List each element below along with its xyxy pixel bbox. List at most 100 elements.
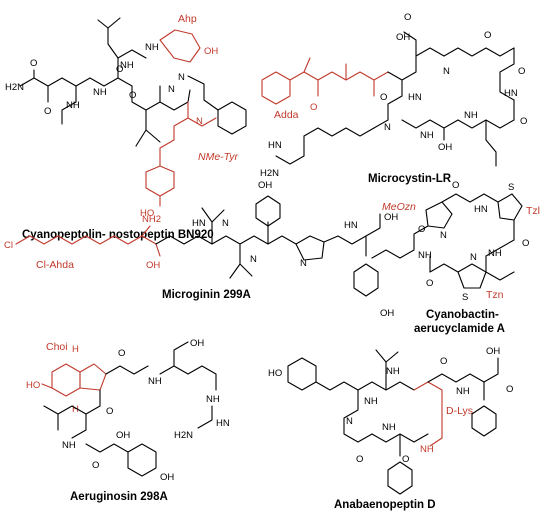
anabaenopeptin-structure: HO NH NH D-Lys NH NH O OH O N O NH O Ana… bbox=[268, 346, 513, 511]
ap-o1: O bbox=[440, 356, 447, 367]
cb-o4: O bbox=[426, 278, 433, 289]
cp-nh4: NH bbox=[145, 42, 159, 53]
cb-o3: O bbox=[522, 238, 529, 249]
cb-caption-1: Cyanobactin- bbox=[426, 309, 499, 321]
mg-n3: N bbox=[300, 258, 307, 269]
ap-nh3: NH bbox=[420, 444, 434, 455]
cp-ahp-label: Ahp bbox=[178, 13, 197, 25]
cb-n2: N bbox=[470, 252, 477, 263]
ae-choi-label: Choi bbox=[46, 341, 68, 353]
cp-nh3: NH bbox=[120, 60, 134, 71]
ap-o4: O bbox=[402, 454, 409, 465]
mc-nh1: NH bbox=[464, 110, 478, 121]
cb-n1: N bbox=[440, 230, 447, 241]
mc-h2n: H2N bbox=[260, 168, 279, 179]
mg-oh2: OH bbox=[258, 180, 272, 191]
ae-ho: HO bbox=[26, 380, 40, 391]
cb-hn1: HN bbox=[474, 204, 488, 215]
ap-ho: HO bbox=[268, 368, 282, 379]
cp-n2: N bbox=[178, 72, 185, 83]
mc-nh2: NH bbox=[420, 130, 434, 141]
mg-n2: N bbox=[250, 254, 257, 265]
ap-n1: N bbox=[346, 416, 353, 427]
cp-ho: HO bbox=[140, 208, 154, 219]
mc-hn2: HN bbox=[504, 88, 518, 99]
mg-hn2: HN bbox=[344, 220, 358, 231]
cp-o4: O bbox=[129, 90, 136, 101]
mc-o1: O bbox=[380, 92, 387, 103]
ap-dlys-label: D-Lys bbox=[446, 405, 473, 417]
cb-meozn-label: MeOzn bbox=[382, 201, 416, 213]
cp-nmetyr-label: NMe-Tyr bbox=[198, 151, 239, 163]
mc-oh1: OH bbox=[396, 32, 410, 43]
ae-oh1: OH bbox=[190, 338, 204, 349]
ae-nh1: NH bbox=[148, 376, 162, 387]
cp-nh2: NH bbox=[93, 87, 107, 98]
ap-nh2: NH bbox=[386, 366, 400, 377]
cp-n3: N bbox=[196, 116, 203, 127]
mg-nh2: NH2 bbox=[142, 214, 161, 225]
ae-o2: O bbox=[106, 406, 113, 417]
mc-n2: N bbox=[384, 122, 391, 133]
cb-o2: O bbox=[452, 180, 459, 191]
ae-h2n: H2N bbox=[174, 430, 193, 441]
mc-n1: N bbox=[443, 66, 450, 77]
ae-h2: H bbox=[72, 404, 79, 415]
mc-hn3: HN bbox=[268, 140, 282, 151]
mc-adda-label: Adda bbox=[274, 109, 299, 121]
ae-oh2: OH bbox=[116, 430, 130, 441]
mc-caption: Microcystin-LR bbox=[368, 173, 452, 185]
mg-oh: OH bbox=[146, 260, 160, 271]
microginin-structure: Cl NH2 OH Cl-Ahda HN N N OH N HN OH OH M… bbox=[4, 180, 398, 319]
cp-nh1: NH bbox=[66, 100, 80, 111]
ae-nh2: NH bbox=[206, 394, 220, 405]
cb-nh2: NH bbox=[418, 250, 432, 261]
mc-o-adda: O bbox=[310, 102, 317, 113]
mc-o2: O bbox=[404, 12, 411, 23]
cyanopeptolin-structure: H2N O NH O NH O NH NH O N Ahp OH N bbox=[5, 13, 247, 241]
cp-o2: O bbox=[44, 106, 51, 117]
ae-o3: O bbox=[92, 460, 99, 471]
ap-nh1: NH bbox=[364, 396, 378, 407]
ae-oh3: OH bbox=[160, 472, 174, 483]
cb-tzl-label: Tzl bbox=[526, 205, 540, 217]
mg-clahda-label: Cl-Ahda bbox=[36, 259, 74, 271]
cp-oh-ahp: OH bbox=[204, 46, 218, 57]
mc-hn1: HN bbox=[408, 92, 422, 103]
cp-n1: N bbox=[168, 84, 175, 95]
mc-o3: O bbox=[484, 30, 491, 41]
mc-oh2: OH bbox=[438, 142, 452, 153]
ap-nh5: NH bbox=[382, 422, 396, 433]
cp-o3: O bbox=[116, 64, 123, 75]
ae-o1: O bbox=[118, 348, 125, 359]
mg-oh3: OH bbox=[384, 212, 398, 223]
cyanobactin-structure: MeOzn O N O HN S Tzl O NH S N Tzn O NH C… bbox=[371, 180, 540, 335]
ae-caption: Aeruginosin 298A bbox=[70, 491, 168, 503]
mg-oh4: OH bbox=[380, 308, 394, 319]
cp-caption: Cyanopeptolin- nostopeptin BN920 bbox=[22, 229, 214, 241]
mg-caption: Microginin 299A bbox=[162, 289, 251, 301]
microcystin-structure: O Adda O HN OH O N O O HN O NH OH NH N H… bbox=[260, 12, 527, 185]
mg-cl: Cl bbox=[4, 240, 13, 251]
mg-n1: N bbox=[222, 218, 229, 229]
cb-s1: S bbox=[508, 182, 514, 193]
cb-caption-2: aerucyclamide A bbox=[414, 323, 505, 335]
ae-h1: H bbox=[72, 344, 79, 355]
cp-h2n: H2N bbox=[5, 82, 24, 93]
ap-nh4: NH bbox=[456, 386, 470, 397]
aeruginosin-structure: Choi H H HO O NH OH NH HN H2N O NH O OH … bbox=[26, 338, 230, 503]
mc-o4: O bbox=[518, 66, 525, 77]
ap-oh: OH bbox=[486, 346, 500, 357]
cb-s2: S bbox=[462, 292, 468, 303]
ap-o3: O bbox=[356, 454, 363, 465]
ae-hn: HN bbox=[216, 418, 230, 429]
cp-o1: O bbox=[30, 58, 37, 69]
cb-tzn-label: Tzn bbox=[486, 289, 504, 301]
mg-hn1: HN bbox=[192, 218, 206, 229]
cb-nh1: NH bbox=[488, 248, 502, 259]
ap-caption: Anabaenopeptin D bbox=[334, 499, 436, 511]
mc-o5: O bbox=[520, 116, 527, 127]
ae-nh3: NH bbox=[62, 440, 76, 451]
ap-o2: O bbox=[506, 384, 513, 395]
